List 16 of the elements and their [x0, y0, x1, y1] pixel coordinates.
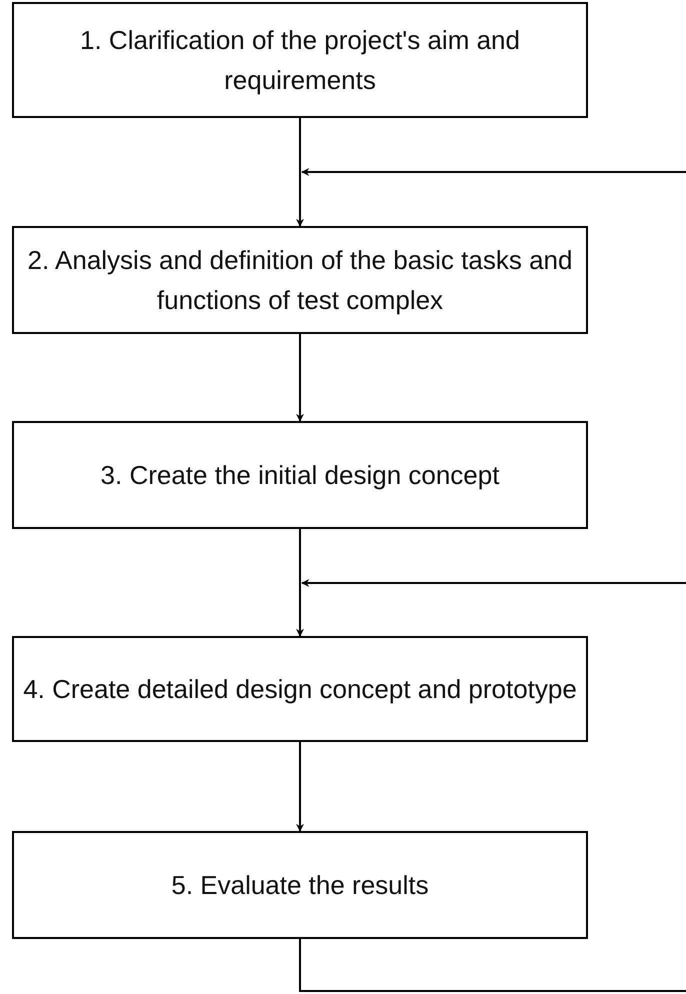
- process-box: [12, 421, 588, 529]
- arrow: [301, 168, 686, 176]
- process-box: [12, 226, 588, 334]
- arrow: [296, 334, 304, 422]
- step-label: 4. Create detailed design concept and prototype: [23, 673, 577, 706]
- step-label: 2. Analysis and definition of the basic tasks and functions of test complex: [26, 244, 574, 317]
- process-box: [12, 636, 588, 742]
- arrow: [301, 579, 686, 587]
- arrow: [296, 118, 304, 227]
- process-box: [12, 831, 588, 939]
- step-label: 1. Clarification of the project's aim and requirements: [79, 24, 521, 97]
- process-box: [12, 2, 588, 118]
- arrow: [296, 529, 304, 637]
- arrow: [296, 742, 304, 832]
- step-label: 5. Evaluate the results: [171, 869, 429, 902]
- step-label: 3. Create the initial design concept: [100, 459, 500, 492]
